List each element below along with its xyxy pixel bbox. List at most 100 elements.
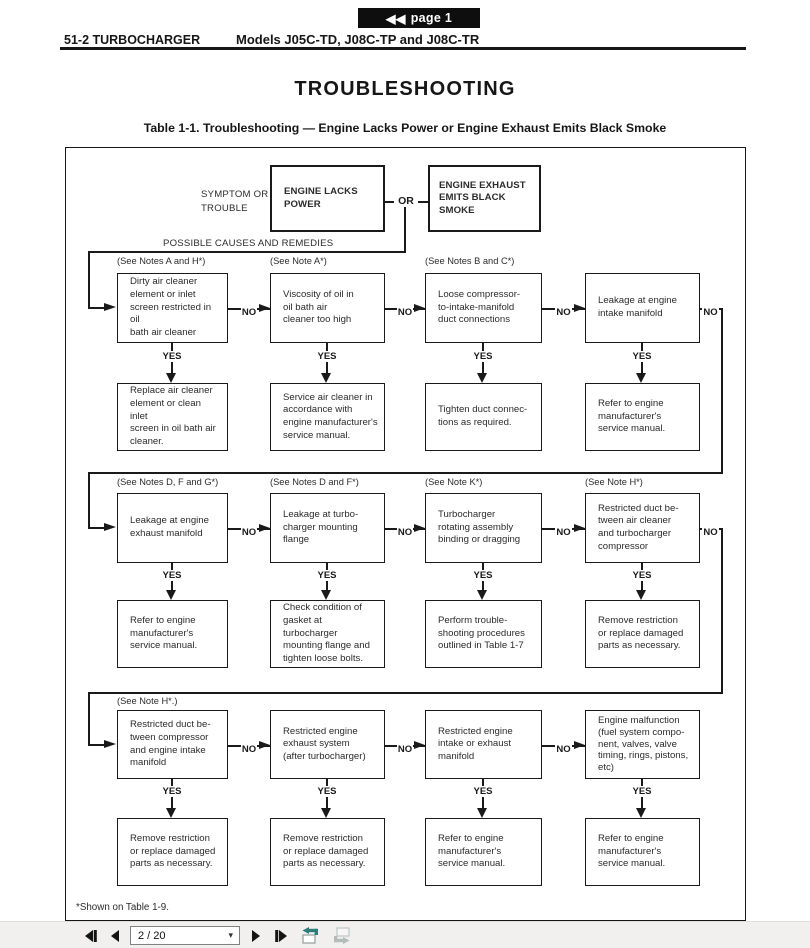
remedy-text: Refer to engine manufacturer's service m… <box>598 833 666 870</box>
arrow-down-icon <box>636 590 646 600</box>
yes-connector: YES <box>463 562 503 600</box>
arrow-down-icon <box>166 373 176 383</box>
page-indicator: 2 / 20 <box>138 929 166 942</box>
symptom-box-engine-lacks-power: ENGINE LACKS POWER <box>270 165 385 232</box>
arrow-right-icon <box>414 304 425 312</box>
cause-box: Loose compressor- to-intake-manifold duc… <box>425 273 542 343</box>
yes-connector: YES <box>152 562 192 600</box>
connector-line <box>88 527 105 529</box>
note-label: (See Notes D and F*) <box>270 477 359 487</box>
arrow-right-icon <box>259 304 270 312</box>
arrow-right-icon <box>414 741 425 749</box>
footnote: *Shown on Table 1-9. <box>76 902 169 913</box>
arrow-down-icon <box>166 590 176 600</box>
remedy-box: Refer to engine manufacturer's service m… <box>585 383 700 451</box>
arrow-down-icon <box>321 373 331 383</box>
remedy-text: Check condition of gasket at turbocharge… <box>283 602 370 664</box>
arrow-right-icon <box>259 741 270 749</box>
remedy-box: Remove restriction or replace damaged pa… <box>117 818 228 886</box>
pager-toolbar: 2 / 20 ▾ <box>0 921 810 948</box>
note-label: (See Notes A and H*) <box>117 256 206 266</box>
remedy-text: Refer to engine manufacturer's service m… <box>598 398 666 435</box>
first-page-icon <box>85 929 97 942</box>
connector-line <box>88 251 90 308</box>
no-connector: NO <box>385 738 425 755</box>
models-header: Models J05C-TD, J08C-TP and J08C-TR <box>236 32 480 47</box>
symptom-label: SYMPTOM OR TROUBLE <box>201 189 269 215</box>
no-connector: NO <box>385 521 425 538</box>
connector-line <box>88 692 90 745</box>
previous-page-icon <box>111 929 119 942</box>
remedy-box: Remove restriction or replace damaged pa… <box>585 600 700 668</box>
no-connector: NO <box>542 738 585 755</box>
cause-box: Restricted engine intake or exhaust mani… <box>425 710 542 779</box>
cause-text: Viscosity of oil in oil bath air cleaner… <box>283 289 354 326</box>
page-1-link[interactable]: ◀◀ page 1 <box>358 8 480 28</box>
page-1-link-label: page 1 <box>410 11 453 25</box>
no-connector: NO <box>699 301 722 318</box>
page-title: TROUBLESHOOTING <box>294 78 516 100</box>
arrow-right-icon <box>259 524 270 532</box>
yes-connector: YES <box>307 562 347 600</box>
previous-view-button[interactable] <box>299 926 323 946</box>
last-page-button[interactable] <box>272 926 290 946</box>
arrow-right-icon <box>104 303 116 311</box>
note-label: (See Notes B and C*) <box>425 256 515 266</box>
remedy-text: Remove restriction or replace damaged pa… <box>283 833 369 870</box>
remedy-box: Refer to engine manufacturer's service m… <box>425 818 542 886</box>
connector-line <box>88 692 723 694</box>
page-number-combobox[interactable]: 2 / 20 ▾ <box>130 926 240 945</box>
connector-line <box>88 472 723 474</box>
note-label: (See Note H*.) <box>117 696 178 706</box>
cause-box: Turbocharger rotating assembly binding o… <box>425 493 542 563</box>
previous-page-button[interactable] <box>108 926 122 946</box>
remedy-box: Replace air cleaner element or clean inl… <box>117 383 228 451</box>
arrow-right-icon <box>104 740 116 748</box>
arrow-right-icon <box>574 741 585 749</box>
cause-text: Leakage at turbo- charger mounting flang… <box>283 509 359 546</box>
connector-line <box>88 744 105 746</box>
previous-view-icon <box>302 927 318 944</box>
remedy-text: Perform trouble- shooting procedures out… <box>438 615 525 652</box>
arrow-right-icon <box>104 523 116 531</box>
arrow-right-icon <box>414 524 425 532</box>
arrow-down-icon <box>636 373 646 383</box>
cause-text: Engine malfunction (fuel system compo- n… <box>598 714 689 774</box>
arrow-down-icon <box>166 808 176 818</box>
symptom-text: ENGINE LACKS POWER <box>284 185 358 210</box>
cause-text: Restricted duct be- tween air cleaner an… <box>598 502 679 552</box>
no-connector: NO <box>542 521 585 538</box>
yes-connector: YES <box>463 343 503 383</box>
first-page-button[interactable] <box>82 926 100 946</box>
arrow-right-icon <box>574 524 585 532</box>
connector-line <box>88 307 105 309</box>
cause-text: Restricted engine exhaust system (after … <box>283 725 366 762</box>
remedy-text: Remove restriction or replace damaged pa… <box>130 833 216 870</box>
cause-box: Restricted duct be- tween air cleaner an… <box>585 493 700 563</box>
note-label: (See Notes D, F and G*) <box>117 477 219 487</box>
arrow-right-icon <box>574 304 585 312</box>
remedy-text: Service air cleaner in accordance with e… <box>283 391 378 441</box>
header-rule <box>60 47 746 50</box>
yes-connector: YES <box>307 778 347 818</box>
flowchart-frame <box>65 147 746 921</box>
remedy-box: Perform trouble- shooting procedures out… <box>425 600 542 668</box>
connector-line <box>721 308 723 473</box>
remedy-box: Remove restriction or replace damaged pa… <box>270 818 385 886</box>
no-connector: NO <box>385 301 425 318</box>
next-view-button[interactable] <box>329 926 353 946</box>
cause-text: Dirty air cleaner element or inlet scree… <box>130 276 212 338</box>
last-page-icon <box>275 929 287 942</box>
next-page-button[interactable] <box>249 926 263 946</box>
no-connector: NO <box>228 521 270 538</box>
remedy-text: Refer to engine manufacturer's service m… <box>130 615 198 652</box>
remedy-box: Tighten duct connec- tions as required. <box>425 383 542 451</box>
cause-box: Leakage at turbo- charger mounting flang… <box>270 493 385 563</box>
section-header: 51-2 TURBOCHARGER <box>64 33 201 47</box>
cause-box: Leakage at engine intake manifold <box>585 273 700 343</box>
remedy-text: Replace air cleaner element or clean inl… <box>130 385 216 447</box>
cause-text: Leakage at engine exhaust manifold <box>130 515 209 539</box>
yes-connector: YES <box>622 562 662 600</box>
connector-line <box>88 251 406 253</box>
note-label: (See Note K*) <box>425 477 483 487</box>
